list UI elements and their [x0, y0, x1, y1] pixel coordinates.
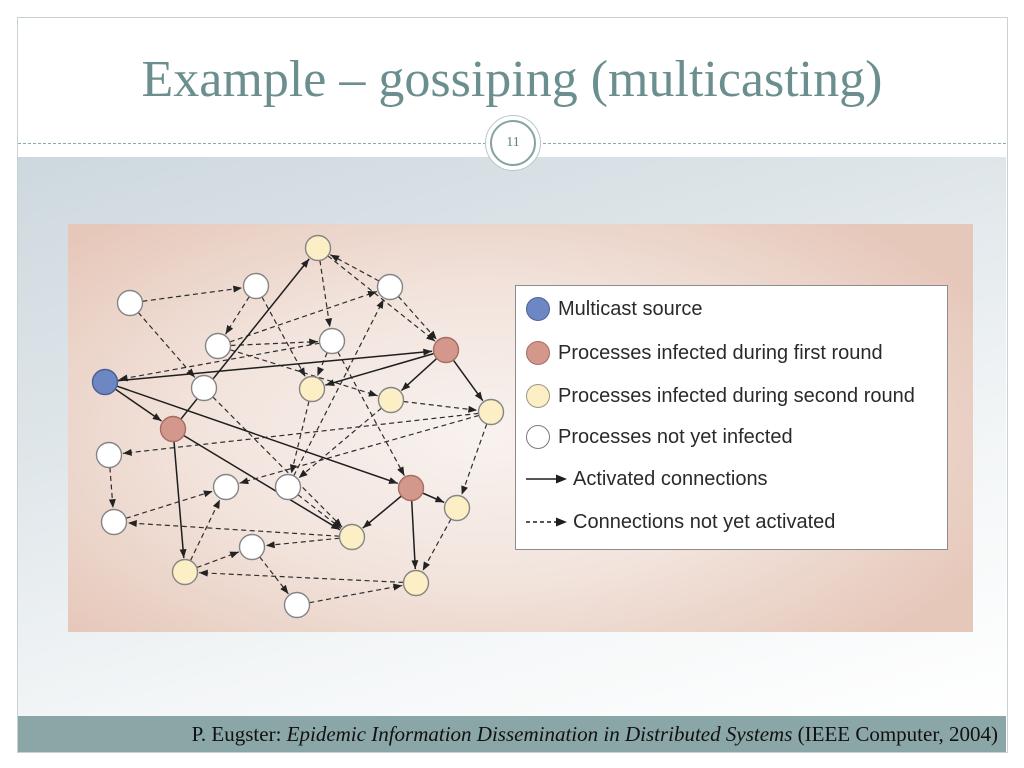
- legend-label: Processes not yet infected: [558, 426, 793, 448]
- citation-author: P. Eugster:: [191, 722, 282, 746]
- uninfected-node: [376, 273, 404, 301]
- slide-title: Example – gossiping (multicasting): [141, 51, 883, 108]
- pending-connection: [122, 412, 479, 456]
- pending-connection: [397, 295, 438, 340]
- yellow-circle-icon: [526, 384, 550, 408]
- activated-connection: [362, 495, 402, 529]
- legend-label: Connections not yet activated: [573, 511, 836, 533]
- slide-number-badge: 11: [485, 115, 541, 171]
- pending-connection: [229, 349, 378, 397]
- citation-title: Epidemic Information Dissemination in Di…: [286, 722, 793, 746]
- pending-connection: [261, 296, 306, 377]
- pending-connection: [125, 490, 213, 519]
- second-round-node: [171, 558, 199, 586]
- activated-connection: [173, 441, 187, 559]
- pink-circle-icon: [526, 341, 550, 365]
- activated-connection: [422, 492, 445, 504]
- second-round-node: [304, 234, 332, 262]
- uninfected-node: [204, 332, 232, 360]
- pending-connection: [293, 299, 385, 477]
- second-round-node: [377, 386, 405, 414]
- activated-connection: [114, 388, 162, 422]
- pending-connection: [118, 342, 320, 382]
- second-round-node: [477, 398, 505, 426]
- uninfected-node: [318, 327, 346, 355]
- pending-connection: [229, 290, 377, 343]
- legend-label: Activated connections: [573, 468, 768, 490]
- pending-connection: [316, 352, 328, 377]
- pending-connection: [461, 423, 488, 495]
- solid-arrow-icon: [526, 474, 567, 484]
- uninfected-node: [190, 374, 218, 402]
- slide-number: 11: [490, 120, 536, 166]
- activated-connection: [325, 352, 435, 387]
- legend-item-second-round: Processes infected during second round: [516, 380, 947, 412]
- first-round-node: [432, 336, 460, 364]
- uninfected-node: [238, 533, 266, 561]
- citation: P. Eugster: Epidemic Information Dissemi…: [192, 716, 998, 752]
- second-round-node: [338, 523, 366, 551]
- uninfected-node: [242, 272, 270, 300]
- second-round-node: [402, 569, 430, 597]
- pending-connection: [142, 285, 243, 302]
- uninfected-node: [283, 591, 311, 619]
- pending-connection: [319, 260, 333, 328]
- pending-connection: [337, 351, 405, 476]
- legend-item-first-round: Processes infected during first round: [516, 337, 947, 369]
- connections-layer: [108, 254, 488, 604]
- pending-connection: [289, 400, 310, 474]
- pending-connection: [108, 467, 116, 509]
- legend-label: Processes infected during second round: [558, 385, 915, 407]
- second-round-node: [298, 375, 326, 403]
- slide-frame: [17, 17, 1008, 753]
- first-round-node: [397, 474, 425, 502]
- uninfected-node: [274, 473, 302, 501]
- legend-item-multicast-source: Multicast source: [516, 293, 947, 325]
- second-round-node: [443, 494, 471, 522]
- activated-connection: [116, 385, 399, 485]
- pending-connection: [224, 296, 250, 335]
- white-circle-icon: [526, 425, 550, 449]
- pending-connection: [422, 518, 452, 571]
- legend-item-activated: Activated connections: [516, 463, 947, 495]
- legend-label: Multicast source: [558, 298, 703, 320]
- activated-connection: [117, 348, 433, 382]
- pending-connection: [327, 255, 436, 342]
- pending-connection: [309, 583, 403, 604]
- diagram-legend: Multicast source Processes infected duri…: [515, 285, 948, 550]
- pending-connection: [298, 407, 382, 479]
- blue-circle-icon: [526, 297, 550, 321]
- pending-connection: [230, 338, 319, 347]
- legend-item-not-activated: Connections not yet activated: [516, 506, 947, 538]
- pending-connection: [239, 414, 480, 485]
- pending-connection: [212, 396, 343, 528]
- activated-connection: [183, 434, 341, 531]
- activated-connection: [400, 357, 438, 392]
- pending-connection: [137, 312, 196, 378]
- legend-label: Processes infected during first round: [558, 342, 883, 364]
- pending-connection: [330, 254, 380, 282]
- pending-connection: [127, 519, 340, 537]
- legend-item-not-infected: Processes not yet infected: [516, 421, 947, 453]
- pending-connection: [297, 494, 342, 529]
- pending-connection: [196, 551, 240, 569]
- pending-connection: [198, 569, 404, 583]
- citation-venue: (IEEE Computer, 2004): [797, 722, 998, 746]
- uninfected-node: [116, 289, 144, 317]
- gossip-network-diagram: [91, 234, 505, 619]
- activated-connection: [410, 500, 419, 570]
- pending-connection: [265, 537, 340, 549]
- activated-connection: [452, 359, 484, 402]
- footer-bar: P. Eugster: Epidemic Information Dissemi…: [18, 716, 1006, 752]
- processes-layer: [91, 234, 505, 619]
- uninfected-node: [95, 441, 123, 469]
- first-round-node: [159, 415, 187, 443]
- pending-connection: [403, 400, 478, 413]
- uninfected-node: [212, 473, 240, 501]
- pending-connection: [189, 499, 221, 561]
- multicast-source-node: [91, 368, 119, 396]
- uninfected-node: [100, 508, 128, 536]
- dashed-arrow-icon: [526, 517, 567, 527]
